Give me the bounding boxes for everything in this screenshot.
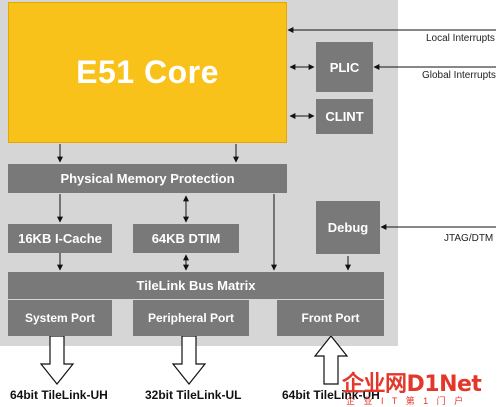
system-port-out-arrow <box>39 335 75 385</box>
jtag-dtm-label: JTAG/DTM <box>444 233 494 244</box>
watermark-tagline: 企 业 I T 第 1 门 户 <box>346 396 467 406</box>
watermark-logo: 企业网D1Net <box>342 372 482 397</box>
front-port-bus-label: 64bit TileLink-UH <box>282 388 380 402</box>
peripheral-port-bus-label: 32bit TileLink-UL <box>145 388 242 402</box>
global-interrupts-label: Global Interrupts <box>422 70 496 81</box>
e51-core-block: E51 Core <box>8 2 287 143</box>
peripheral-port-out-arrow <box>171 335 207 385</box>
system-port-bus-label: 64bit TileLink-UH <box>10 388 108 402</box>
front-port-in-arrow <box>313 335 349 385</box>
system-port-block: System Port <box>8 300 112 336</box>
plic-block: PLIC <box>316 42 373 92</box>
physical-memory-protection-block: Physical Memory Protection <box>8 164 287 193</box>
debug-block: Debug <box>316 201 380 254</box>
peripheral-port-block: Peripheral Port <box>133 300 249 336</box>
local-interrupts-label: Local Interrupts <box>426 33 495 44</box>
clint-block: CLINT <box>316 99 373 134</box>
dtim-block: 64KB DTIM <box>133 224 239 253</box>
icache-block: 16KB I-Cache <box>8 224 112 253</box>
tilelink-bus-matrix-block: TileLink Bus Matrix <box>8 272 384 299</box>
front-port-block: Front Port <box>277 300 384 336</box>
